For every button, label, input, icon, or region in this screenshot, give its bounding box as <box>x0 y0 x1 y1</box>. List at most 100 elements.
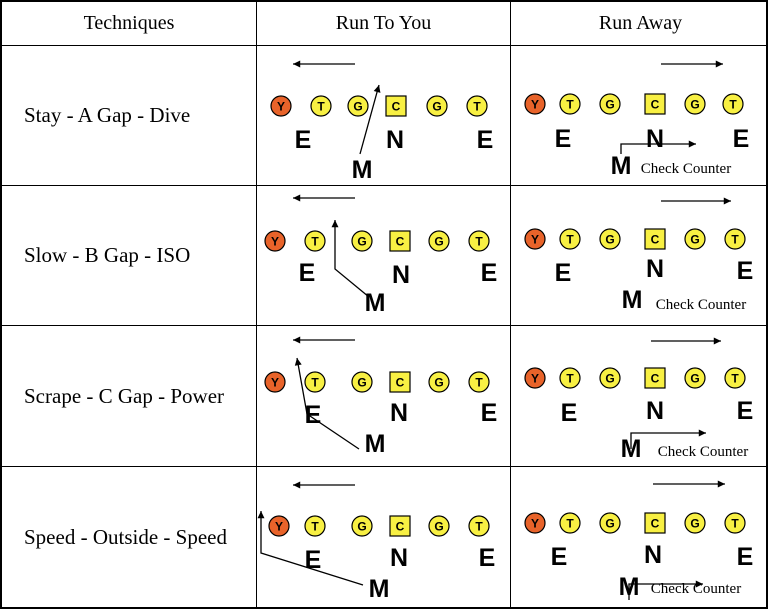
check-counter-note: Check Counter <box>658 444 748 460</box>
lineman-label-y: Y <box>531 98 539 112</box>
mike-path-arrow <box>630 432 706 449</box>
lineman-label-g: G <box>434 235 443 249</box>
mike-path-arrow <box>620 143 696 154</box>
arrow-head <box>331 220 339 228</box>
lineman-label-c: C <box>396 235 405 249</box>
lineman-circle-marker <box>304 515 326 537</box>
defender-label-e: E <box>555 125 572 153</box>
lineman-circle-marker <box>722 93 744 115</box>
arrow-head <box>723 197 731 205</box>
defender-label-e: E <box>737 397 754 425</box>
lineman-circle-marker <box>559 512 581 534</box>
defender-label-e: E <box>481 399 498 427</box>
lineman-label-c: C <box>651 372 660 386</box>
defender-label-n: N <box>386 126 404 154</box>
lineman-label-t: T <box>311 520 319 534</box>
defender-label-e: E <box>481 259 498 287</box>
defender-label-m: M <box>622 286 643 314</box>
defender-label-e: E <box>737 543 754 571</box>
lineman-circle-marker <box>428 230 450 252</box>
lineman-label-t: T <box>311 376 319 390</box>
lineman-label-t: T <box>311 235 319 249</box>
lineman-label-c: C <box>651 98 660 112</box>
lineman-circle-marker <box>724 228 746 250</box>
lineman-label-t: T <box>566 233 574 247</box>
lineman-label-t: T <box>731 233 739 247</box>
technique-label-3: Scrape - C Gap - Power <box>2 326 257 467</box>
lineman-circle-marker <box>599 367 621 389</box>
lineman-circle-marker <box>724 367 746 389</box>
lineman-label-g: G <box>434 520 443 534</box>
lineman-circle-marker <box>599 228 621 250</box>
defender-label-e: E <box>479 544 496 572</box>
defender-label-n: N <box>646 397 664 425</box>
lineman-label-g: G <box>357 376 366 390</box>
lineman-circle-marker <box>559 228 581 250</box>
mike-path-arrow <box>628 583 703 600</box>
lineman-circle-marker <box>468 230 490 252</box>
lineman-label-t: T <box>475 520 483 534</box>
lineman-label-c: C <box>396 520 405 534</box>
lineman-circle-marker <box>559 93 581 115</box>
center-square-marker <box>389 515 411 537</box>
check-counter-note: Check Counter <box>656 297 746 313</box>
lineman-label-g: G <box>690 372 699 386</box>
lineman-circle-marker <box>351 371 373 393</box>
lineman-circle-marker <box>268 515 290 537</box>
lineman-circle-marker <box>684 228 706 250</box>
lineman-label-c: C <box>396 376 405 390</box>
lineman-label-g: G <box>353 100 362 114</box>
lineman-label-g: G <box>605 372 614 386</box>
lineman-label-t: T <box>566 372 574 386</box>
lineman-label-y: Y <box>531 517 539 531</box>
lineman-label-t: T <box>566 98 574 112</box>
lineman-circle-marker <box>304 230 326 252</box>
center-square-marker <box>644 512 666 534</box>
defender-label-n: N <box>390 399 408 427</box>
arrow-head <box>293 481 301 489</box>
lineman-label-g: G <box>690 517 699 531</box>
lineman-label-t: T <box>473 100 481 114</box>
lineman-circle-marker <box>684 367 706 389</box>
lineman-circle-marker <box>264 230 286 252</box>
arrow-head <box>715 60 723 68</box>
lineman-label-c: C <box>651 517 660 531</box>
lineman-label-t: T <box>729 98 737 112</box>
defender-label-n: N <box>644 541 662 569</box>
lineman-label-g: G <box>357 235 366 249</box>
header-run-away: Run Away <box>511 2 768 46</box>
defender-label-m: M <box>611 152 632 180</box>
defender-label-m: M <box>365 430 386 458</box>
defender-label-e: E <box>477 126 494 154</box>
lineman-circle-marker <box>599 93 621 115</box>
defender-label-n: N <box>646 255 664 283</box>
defender-label-e: E <box>733 125 750 153</box>
lineman-label-t: T <box>475 235 483 249</box>
defender-label-e: E <box>305 546 322 574</box>
defender-label-n: N <box>392 261 410 289</box>
arrow-head <box>713 337 721 345</box>
lineman-label-t: T <box>566 517 574 531</box>
defender-label-e: E <box>737 257 754 285</box>
lineman-label-t: T <box>731 517 739 531</box>
lineman-label-g: G <box>432 100 441 114</box>
arrow-head <box>257 511 265 519</box>
lineman-label-g: G <box>434 376 443 390</box>
lineman-label-y: Y <box>531 372 539 386</box>
lineman-circle-marker <box>524 512 546 534</box>
lineman-label-c: C <box>392 100 401 114</box>
defender-label-e: E <box>561 399 578 427</box>
lineman-label-y: Y <box>277 100 285 114</box>
mike-path-arrow <box>260 511 364 586</box>
arrow-head <box>695 580 703 588</box>
technique-label-4: Speed - Outside - Speed <box>2 467 257 608</box>
lineman-circle-marker <box>264 371 286 393</box>
lineman-label-g: G <box>690 233 699 247</box>
technique-label-2: Slow - B Gap - ISO <box>2 186 257 326</box>
check-counter-note: Check Counter <box>651 581 741 597</box>
